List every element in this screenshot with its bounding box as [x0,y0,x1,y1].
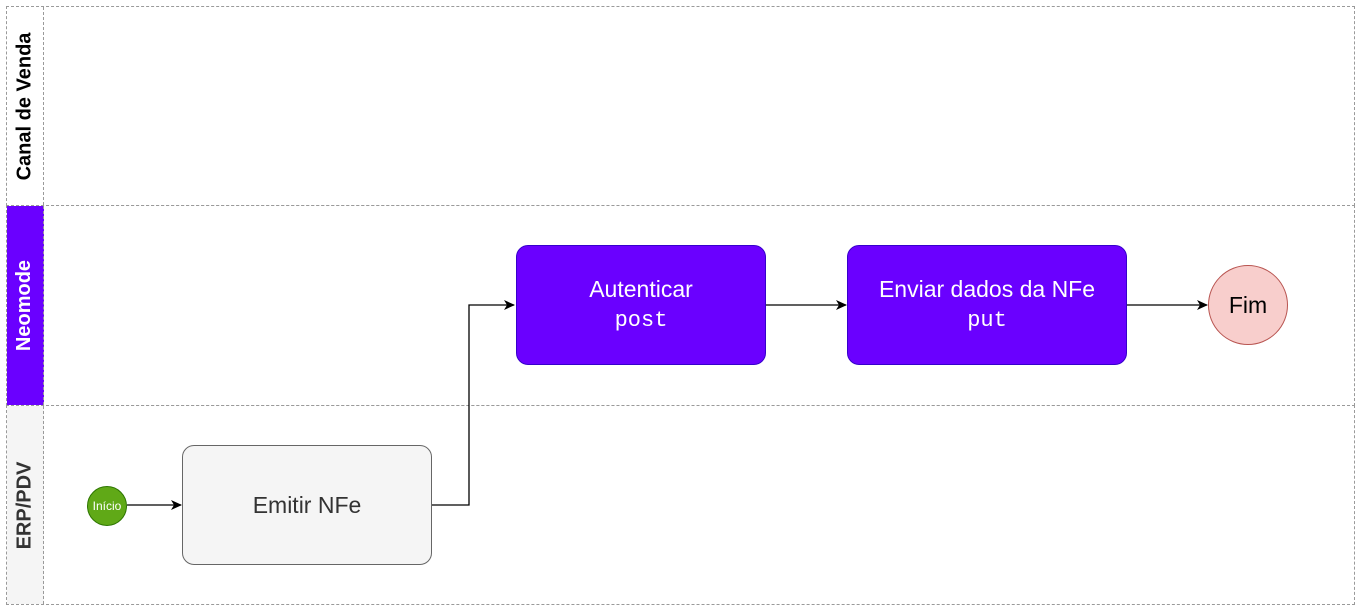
lane-header-neomode: Neomode [7,206,44,405]
start-event[interactable]: Início [87,486,127,526]
task-enviar-dados-nfe-label: Enviar dados da NFe [878,276,1096,302]
end-event[interactable]: Fim [1208,265,1288,345]
task-autenticar[interactable]: Autenticar post [516,245,766,365]
lane-header-canal-de-venda: Canal de Venda [7,7,44,205]
lane-erp-pdv: ERP/PDV [6,405,1355,605]
task-enviar-dados-nfe[interactable]: Enviar dados da NFe put [847,245,1127,365]
start-event-label: Início [92,499,122,513]
task-autenticar-label: Autenticar [589,276,693,302]
task-emitir-nfe[interactable]: Emitir NFe [182,445,432,565]
task-enviar-dados-nfe-method: put [967,308,1007,333]
lane-header-erp-pdv: ERP/PDV [7,406,44,604]
task-autenticar-method: post [614,308,668,333]
edge-emitir-to-autenticar [432,300,515,506]
end-event-label: Fim [1228,291,1268,318]
task-emitir-nfe-label: Emitir NFe [252,492,362,518]
